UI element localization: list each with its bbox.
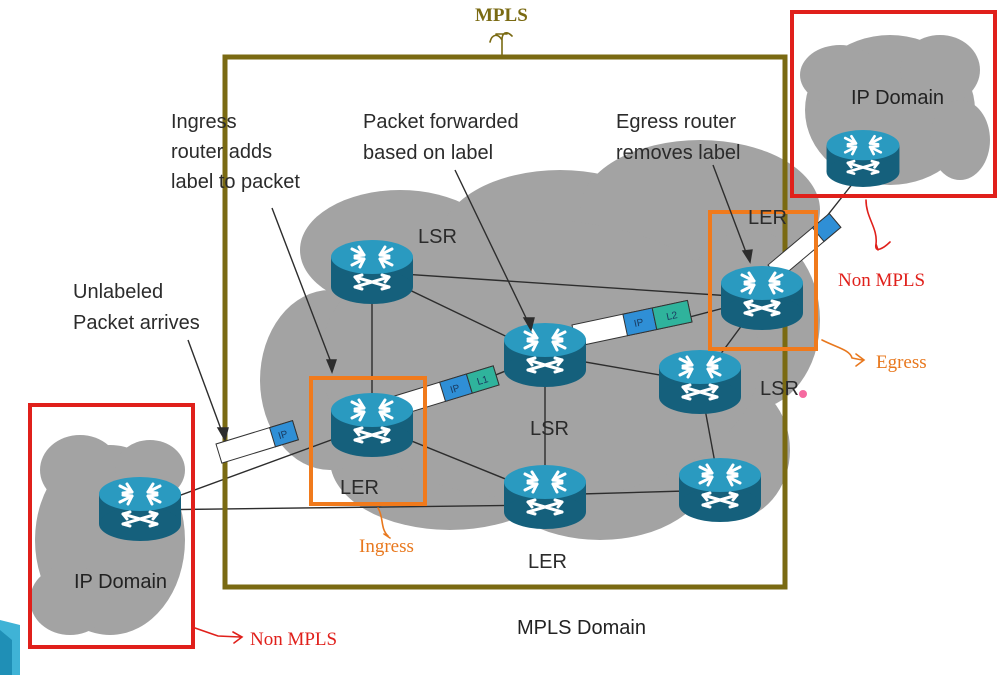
router-label-ler-bottom: LER bbox=[528, 551, 567, 573]
slide-corner-graphic bbox=[0, 620, 20, 675]
mpls-domain-label: MPLS Domain bbox=[517, 617, 646, 639]
packet-core-labeled: IP L2 bbox=[571, 299, 693, 348]
annotation-non-mpls-bottom: Non MPLS bbox=[250, 629, 337, 650]
callout-ingress: Ingress router adds label to packet bbox=[171, 111, 300, 193]
ip-domain-bottom-left-label: IP Domain bbox=[74, 571, 167, 593]
router-label-ler-ingress: LER bbox=[340, 477, 379, 499]
packet-core-label: L2 bbox=[665, 310, 679, 323]
egress-router-highlight bbox=[708, 210, 818, 351]
callout-ingress-line-3: label to packet bbox=[171, 171, 300, 193]
router-ler-ingress bbox=[329, 391, 415, 459]
non-mpls-box-bottom-left bbox=[28, 403, 195, 649]
router-label-lsr-center: LSR bbox=[530, 418, 569, 440]
router-label-lsr-right: LSR bbox=[760, 378, 799, 400]
callout-unlabeled-line-1: Unlabeled bbox=[73, 281, 163, 303]
packet-ingress-ip: IP bbox=[449, 383, 462, 396]
router-ip-domain-bottom-left bbox=[97, 475, 183, 543]
annotation-egress: Egress bbox=[876, 352, 927, 373]
non-mpls-box-top-right bbox=[790, 10, 997, 198]
callout-arrows bbox=[187, 164, 753, 442]
callout-forwarded: Packet forwarded based on label bbox=[363, 111, 519, 164]
router-ler-bottom bbox=[502, 463, 588, 531]
callout-egress-line-1: Egress router bbox=[616, 111, 736, 133]
ip-domain-top-right-label: IP Domain bbox=[851, 87, 944, 109]
router-label-lsr-top: LSR bbox=[418, 226, 457, 248]
annotation-mpls: MPLS bbox=[475, 5, 528, 26]
packet-ingress-label: L1 bbox=[476, 374, 490, 388]
callout-egress: Egress router removes label bbox=[616, 111, 741, 164]
packet-unlabeled: IP bbox=[215, 419, 299, 464]
callout-forwarded-line-1: Packet forwarded bbox=[363, 111, 519, 133]
annotation-ingress: Ingress bbox=[359, 536, 414, 557]
packet-unlabeled-ip: IP bbox=[277, 429, 290, 442]
annotation-non-mpls-right: Non MPLS bbox=[838, 270, 925, 291]
annotation-strokes bbox=[194, 31, 891, 644]
router-core-bottom-right bbox=[677, 456, 763, 524]
callout-ingress-line-1: Ingress bbox=[171, 111, 237, 133]
router-lsr-top bbox=[329, 238, 415, 306]
packet-ingress-labeled: IP L1 bbox=[387, 365, 500, 418]
router-lsr-right bbox=[657, 348, 743, 416]
callout-unlabeled: Unlabeled Packet arrives bbox=[73, 281, 200, 334]
callout-forwarded-line-2: based on label bbox=[363, 142, 493, 164]
pointer-dot bbox=[799, 390, 807, 398]
callout-unlabeled-line-2: Packet arrives bbox=[73, 312, 200, 334]
router-label-ler-egress: LER bbox=[748, 207, 787, 229]
packet-core-ip: IP bbox=[633, 317, 645, 330]
ingress-router-highlight bbox=[309, 376, 427, 506]
router-ip-domain-top-right bbox=[825, 128, 901, 189]
router-ler-egress bbox=[719, 264, 805, 332]
callout-egress-line-2: removes label bbox=[616, 142, 741, 164]
router-lsr-center bbox=[502, 321, 588, 389]
callout-ingress-line-2: router adds bbox=[171, 141, 272, 163]
